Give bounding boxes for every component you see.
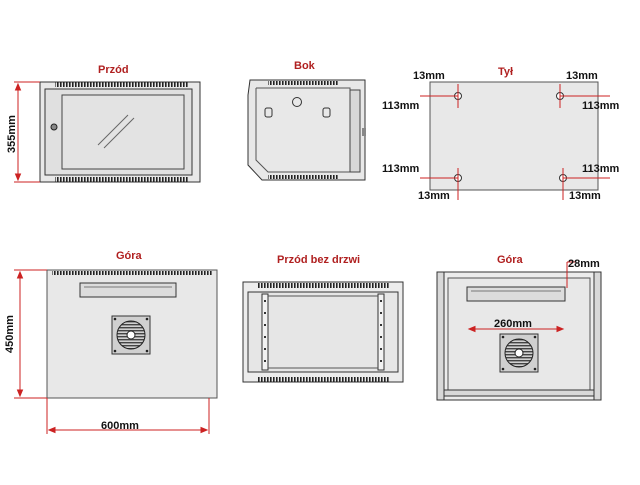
top2-bottom-rail [443,389,595,397]
back-tr-x-label: 13mm [566,70,598,82]
back-bl-y-label: 113mm [382,163,420,175]
front-view-title: Przód [98,64,129,76]
top-depth-dimension [14,269,47,399]
frontnd-left-rail [261,293,269,371]
back-tl-y-label: 113mm [382,100,420,112]
side-view-title: Bok [294,60,315,72]
top-width-label: 600mm [101,420,139,432]
mounting-hole-icon [292,97,302,107]
top2-rail-offset-label: 28mm [568,258,600,270]
side-top-vent [268,81,338,85]
side-panel-outline [247,79,366,181]
top-view [14,269,218,434]
back-dimension-lines [420,84,610,200]
side-inner-bevel [255,87,351,173]
fan-icon [111,315,151,355]
front-height-dimension [14,81,40,183]
frontnd-bottom-vent [258,377,390,382]
front-glass-panel [61,94,185,170]
frontnd-top-vent [258,283,390,288]
frontnd-rail-holes [264,300,382,362]
top2-view-title: Góra [497,254,523,266]
front-no-door-title: Przód bez drzwi [277,254,361,266]
front-no-door-view [242,281,404,383]
top2-view [436,261,602,401]
frontnd-right-rail [377,293,385,371]
top2-cable-slot [466,286,566,302]
top2-left-post [436,271,445,401]
top-view-title: Góra [116,250,142,262]
front-bottom-vent [55,177,188,182]
top2-slot-width-label: 260mm [494,318,532,330]
back-tl-x-label: 13mm [413,70,445,82]
top-width-dimension [46,398,210,434]
lock-icon [50,123,58,131]
side-slot-right [322,107,331,118]
front-top-vent [55,82,188,87]
glass-reflection-icon [97,114,135,149]
back-view [420,81,610,200]
back-br-y-label: 113mm [582,163,620,175]
side-slot-left [264,107,273,118]
back-tr-y-label: 113mm [582,100,620,112]
top-vent [52,271,212,275]
front-view [14,81,201,183]
side-bottom-vent [268,175,338,179]
back-bl-x-label: 13mm [418,190,450,202]
side-front-edge [349,89,361,173]
top-cable-slot [79,282,177,298]
frontnd-inner-frame [247,291,399,373]
top2-dimension-lines [467,261,575,333]
side-rear-bracket [362,128,366,136]
back-view-title: Tył [498,66,514,78]
back-br-x-label: 13mm [569,190,601,202]
top2-right-post [593,271,602,401]
side-view [247,79,366,181]
top-depth-label: 450mm [4,315,16,353]
fan-icon [499,333,539,373]
front-height-label: 355mm [6,115,18,153]
